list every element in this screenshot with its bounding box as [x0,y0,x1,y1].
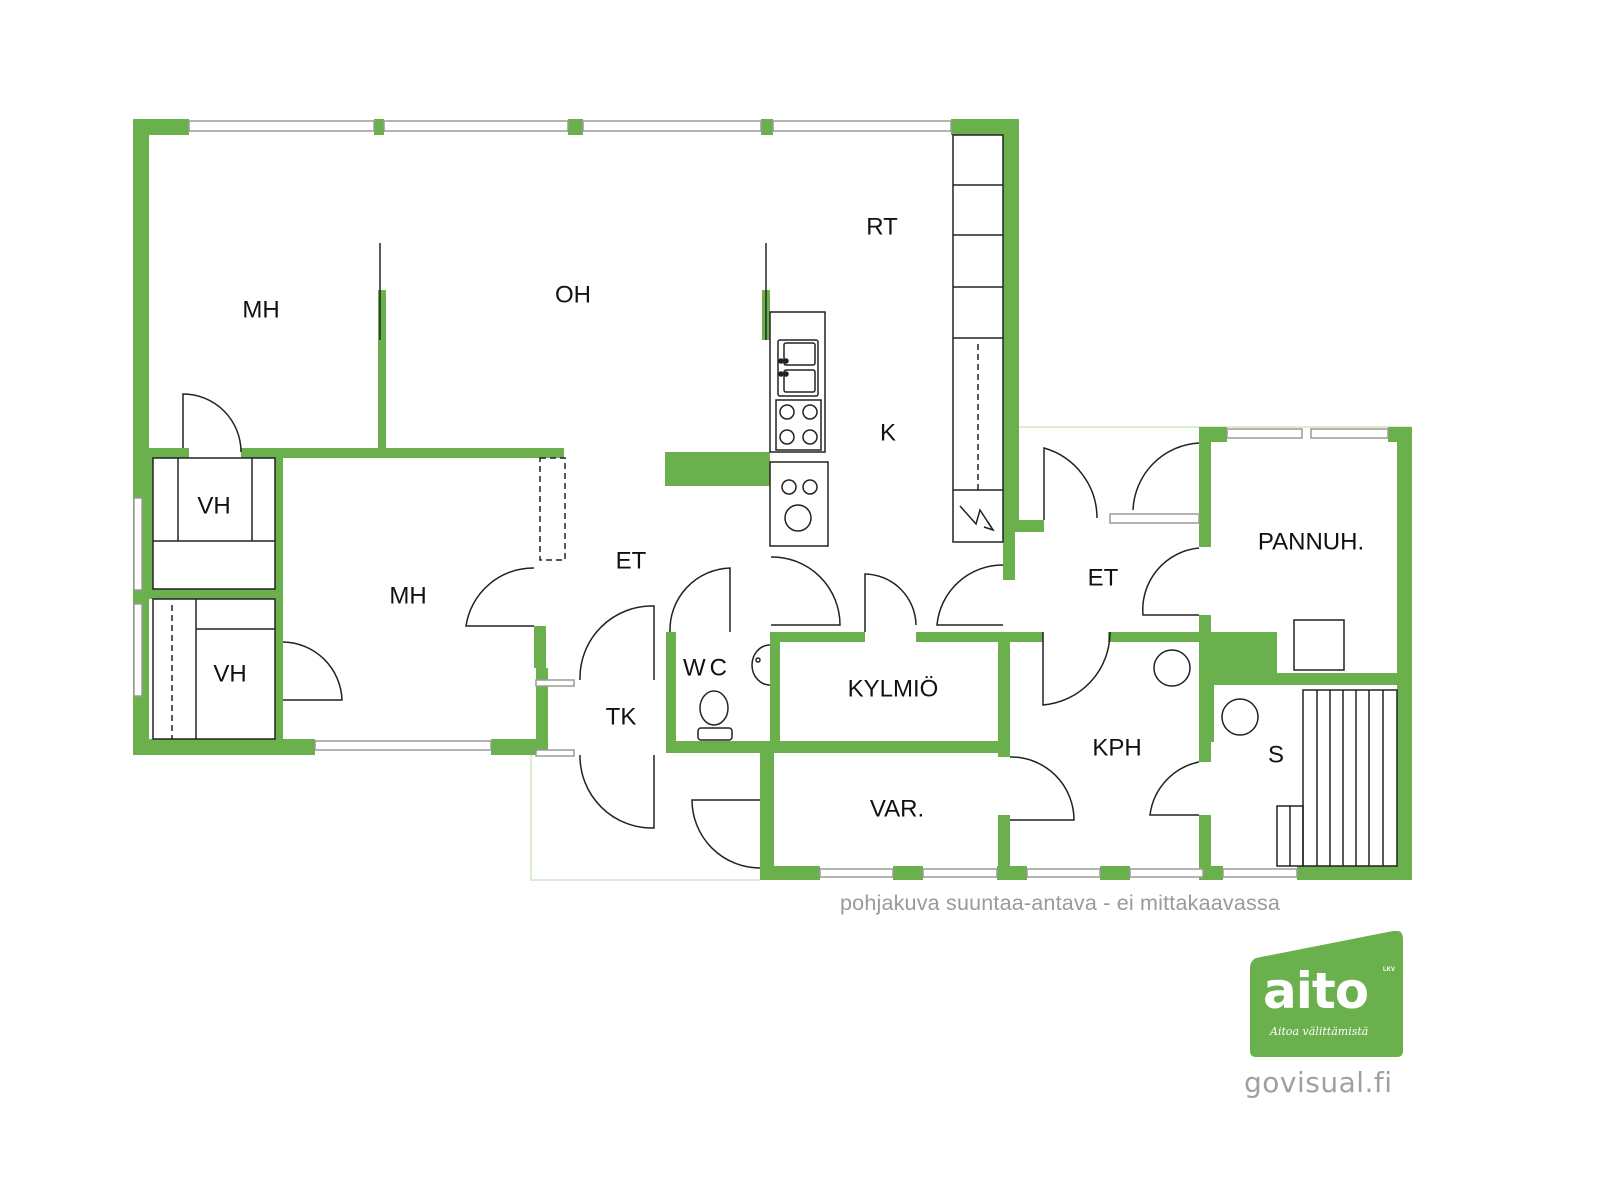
room-label-et-right: ET [1088,564,1119,591]
room-label-mh-mid: MH [389,582,426,609]
sauna-bench-icon [1276,689,1398,867]
room-label-k: K [880,419,896,446]
logo-tagline: Aitoa välittämistä [1270,1025,1369,1038]
stove-icon [775,399,822,451]
toilet-icon [697,690,733,741]
doors [182,393,1200,869]
room-label-mh-top: MH [242,296,279,323]
logo-brand: aito [1263,962,1369,1020]
logo-suffix: LKV [1383,967,1395,973]
room-label-vh-lower: VH [213,660,246,687]
room-label-oh: OH [555,281,591,308]
aito-logo-icon [1250,931,1403,1057]
boiler-icon [1293,619,1345,671]
windows [133,120,1389,878]
room-label-var: VAR. [870,795,924,822]
room-label-pannuh: PANNUH. [1258,528,1364,555]
room-label-et-center: ET [616,547,647,574]
room-label-kylmio: KYLMIÖ [848,675,939,702]
oven-icon [781,479,818,532]
disclaimer-text: pohjakuva suuntaa-antava - ei mittakaava… [840,891,1281,915]
kitchen-counters [769,134,1004,547]
fireplace-icon [1153,649,1191,687]
room-label-rt: RT [866,213,898,240]
sliding-doors [379,243,767,340]
room-label-vh-upper: VH [197,492,230,519]
washbasin-icon [751,644,771,686]
double-sink-icon [777,339,819,397]
credit-text: govisual.fi [1244,1066,1393,1099]
sauna-stove-icon [1221,698,1259,736]
room-label-tk: TK [606,703,637,730]
wardrobes [152,457,566,740]
terrace-outlines [530,426,1410,881]
electric-panel-icon [959,505,995,532]
room-label-kph: KPH [1092,734,1141,761]
walls [133,119,1412,880]
room-label-s: S [1268,741,1284,768]
room-label-wc: WC [683,654,731,681]
room-labels: MH OH RT K VH VH MH ET WC TK KYLMIÖ VAR.… [197,213,1364,822]
